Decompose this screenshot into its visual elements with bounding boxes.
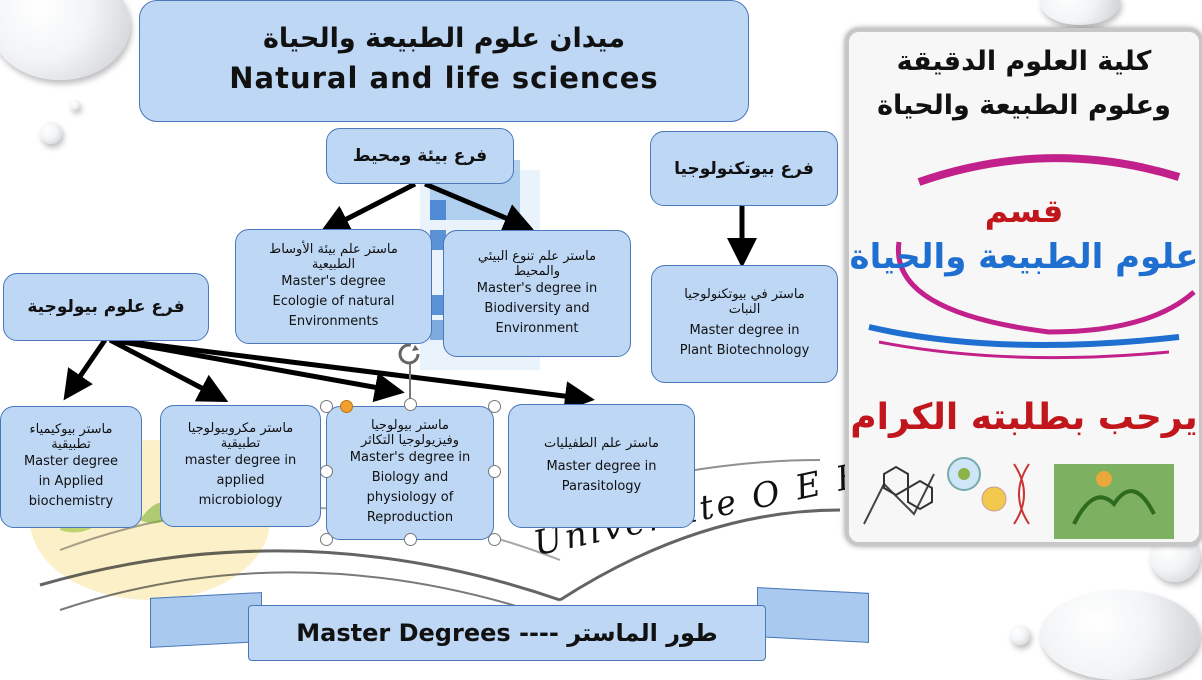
branch-biology: فرع علوم بيولوجية [3,273,209,341]
resize-handle[interactable] [488,533,501,546]
master-biochemistry-arabic: ماستر بيوكيمياء تطبيقية [29,422,113,452]
master-reproduction-line4: Reproduction [366,510,454,525]
science-illustration [863,457,1174,539]
department-label: قسم [984,192,1064,230]
rotate-icon[interactable] [396,341,422,367]
water-drop [40,122,62,144]
master-ecology-arabic: ماستر علم بيئة الأوساط الطبيعية [269,241,398,272]
resize-handle[interactable] [404,398,417,411]
resize-handle[interactable] [320,533,333,546]
banner-scroll-left [150,592,262,648]
master-reproduction[interactable]: ماستر بيولوجيا وفيزيولوجيا التكاثر Maste… [326,406,494,540]
water-drop [1040,0,1120,25]
master-reproduction-arabic: ماستر بيولوجيا وفيزيولوجيا التكاثر [360,418,460,448]
master-biochemistry-line2: in Applied [38,474,104,489]
department-name: علوم الطبيعة والحياة [849,237,1199,277]
branch-environment: فرع بيئة ومحيط [326,128,514,184]
resize-handle[interactable] [320,400,333,413]
master-ecology-line2: Ecologie of natural [272,293,395,309]
master-reproduction-line1: Master's degree in [349,450,471,465]
master-parasitology-line1: Master degree in [546,458,657,474]
master-plant-biotech-arabic: ماستر في بيوتكنولوجيا النبات [684,287,805,317]
master-microbiology-line2: applied [216,473,265,488]
branch-biotechnology: فرع بيوتكنولوجيا [650,131,838,206]
master-ecology-line1: Master's degree [281,273,386,289]
master-degrees-banner: طور الماستر ---- Master Degrees [248,605,766,661]
water-drop [1040,590,1200,680]
resize-handle[interactable] [404,533,417,546]
resize-handle[interactable] [488,465,501,478]
master-parasitology-arabic: ماستر علم الطفيليات [543,435,660,451]
master-biodiversity-line1: Master's degree in [476,280,598,296]
water-drop [70,100,80,110]
master-plant-biotech-line2: Plant Biotechnology [679,343,810,358]
department-swoosh [868,154,1196,360]
resize-handle[interactable] [488,400,501,413]
arrows-layer [63,181,757,412]
master-biodiversity-arabic: ماستر علم تنوع البيئي والمحيط [477,248,597,279]
master-microbiology-line3: microbiology [198,493,283,508]
title-english: Natural and life sciences [229,61,659,95]
master-reproduction-line3: physiology of [366,490,454,505]
banner-text: طور الماستر ---- Master Degrees [296,619,718,647]
welcome-text: يرحب بطلبته الكرام [850,397,1198,438]
faculty-panel: كلية العلوم الدقيقة وعلوم الطبيعة والحيا… [845,28,1202,546]
rotate-handle-line [409,362,411,404]
master-microbiology-arabic: ماستر مكروبيولوجيا تطبيقية [187,421,294,451]
master-microbiology-line1: master degree in [184,453,297,468]
water-drop [1010,625,1030,645]
master-microbiology: ماستر مكروبيولوجيا تطبيقية master degree… [160,405,321,527]
faculty-name-line2: وعلوم الطبيعة والحياة [877,90,1171,121]
master-biochemistry-line3: biochemistry [28,494,114,509]
master-biodiversity-line2: Biodiversity and [484,300,590,316]
title-arabic: ميدان علوم الطبيعة والحياة [262,23,626,54]
faculty-name-line1: كلية العلوم الدقيقة [896,46,1152,77]
banner-scroll-right [757,587,869,643]
resize-handle[interactable] [320,465,333,478]
master-biodiversity: ماستر علم تنوع البيئي والمحيط Master's d… [443,230,631,357]
master-ecology: ماستر علم بيئة الأوساط الطبيعية Master's… [235,229,432,344]
master-plant-biotech-line1: Master degree in [689,323,800,338]
master-parasitology-line2: Parasitology [561,478,642,494]
master-biodiversity-line3: Environment [495,320,579,336]
master-reproduction-line2: Biology and [371,470,449,485]
master-parasitology: ماستر علم الطفيليات Master degree in Par… [508,404,695,528]
title-box: ميدان علوم الطبيعة والحياة Natural and l… [139,0,749,122]
master-biochemistry: ماستر بيوكيمياء تطبيقية Master degree in… [0,406,142,528]
adjust-handle[interactable] [340,400,353,413]
master-plant-biotechnology: ماستر في بيوتكنولوجيا النبات Master degr… [651,265,838,383]
master-biochemistry-line1: Master degree [23,454,119,469]
master-ecology-line3: Environments [288,313,379,329]
